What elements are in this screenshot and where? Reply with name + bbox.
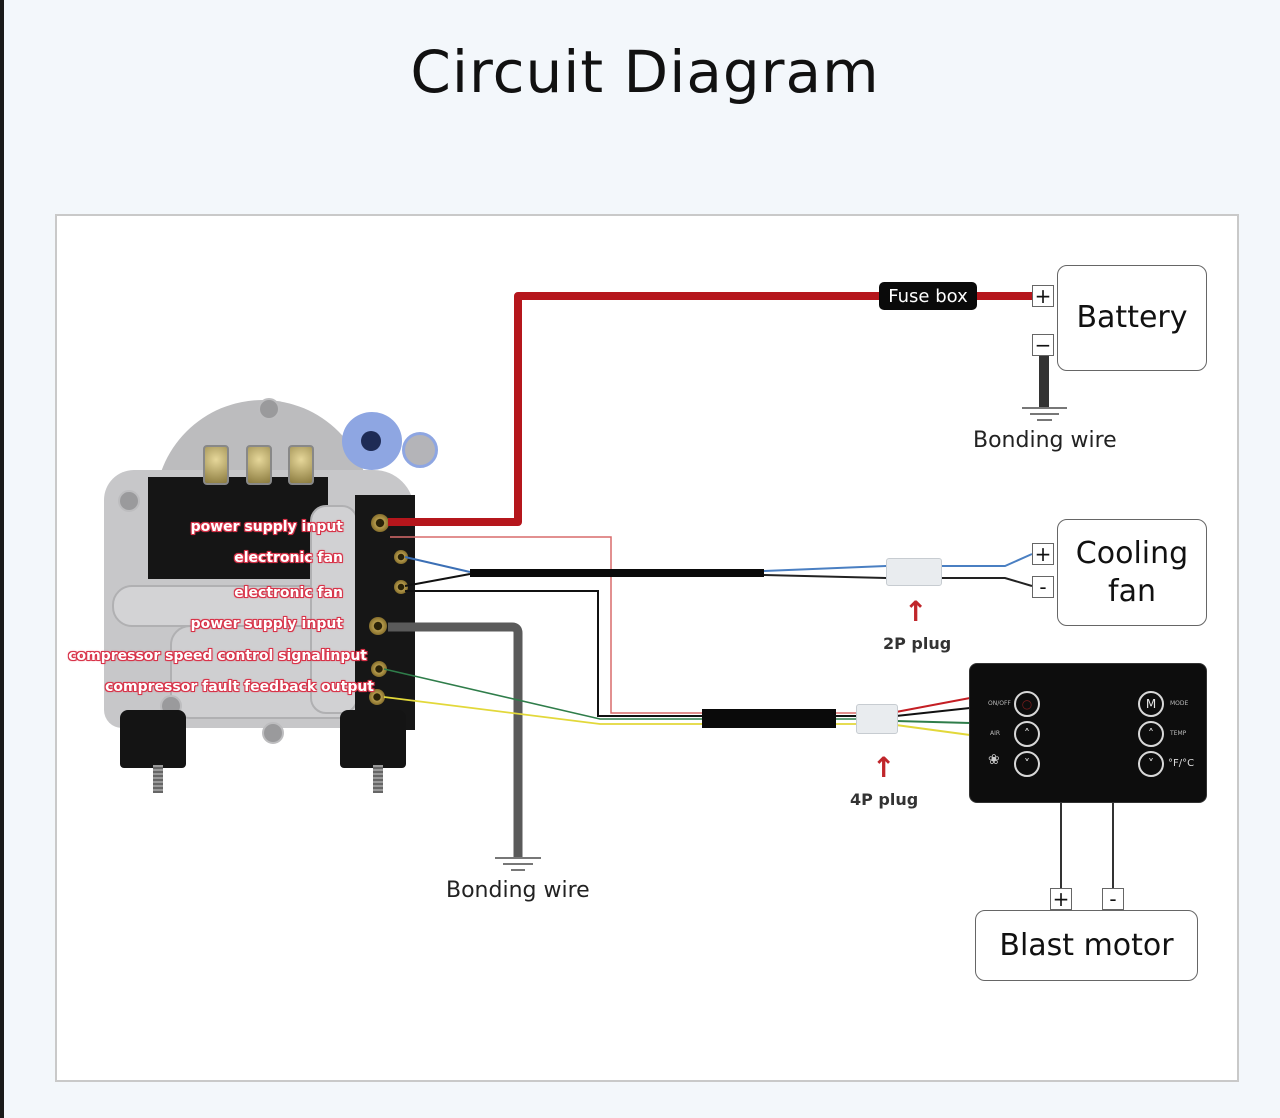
4p-red-out bbox=[895, 697, 971, 713]
service-valve-port bbox=[361, 431, 381, 451]
blast-motor-box: Blast motor bbox=[975, 910, 1198, 981]
mode-button[interactable]: M bbox=[1138, 691, 1164, 717]
fan-wire-blue-out bbox=[763, 553, 1033, 572]
fan-cable-sheath bbox=[470, 569, 764, 577]
fan-wire-blue bbox=[404, 556, 471, 573]
pin-label-power-supply-input: power supply input bbox=[190, 616, 343, 632]
4p-plug-label: 4P plug bbox=[850, 790, 919, 809]
air-down-button[interactable]: ˅ bbox=[1014, 751, 1040, 777]
terminal-pin bbox=[369, 689, 385, 705]
cooling-fan-positive-terminal: + bbox=[1032, 543, 1054, 565]
fuse-box: Fuse box bbox=[879, 282, 977, 310]
power-wire bbox=[388, 292, 880, 526]
mount-foot bbox=[340, 710, 406, 768]
4p-yellow-out bbox=[895, 724, 971, 736]
bolt-icon bbox=[118, 490, 140, 512]
battery-label: Battery bbox=[1076, 300, 1188, 335]
cooling-fan-negative-terminal: - bbox=[1032, 576, 1054, 598]
4p-plug-connector bbox=[856, 704, 898, 734]
black-signal-wire bbox=[405, 590, 860, 717]
fan-wire-black-out bbox=[763, 574, 1033, 587]
2p-plug-connector bbox=[886, 558, 942, 586]
cooling-fan-label-line1: Cooling bbox=[1075, 535, 1189, 571]
pin-label-fault-feedback: compressor fault feedback output bbox=[105, 679, 374, 695]
terminal-pin bbox=[394, 580, 408, 594]
pin-label-electronic-fan: electronic fan bbox=[234, 585, 343, 601]
battery-bonding-wire-label: Bonding wire bbox=[973, 428, 1117, 453]
compressor-stud bbox=[246, 445, 272, 485]
valve-cap bbox=[402, 432, 438, 468]
bolt-icon bbox=[262, 722, 284, 744]
terminal-strip bbox=[355, 495, 415, 730]
unit-label: °F/°C bbox=[1168, 758, 1195, 769]
bolt-icon bbox=[258, 398, 280, 420]
mount-foot bbox=[120, 710, 186, 768]
4p-cable-sheath bbox=[702, 709, 836, 728]
battery-positive-terminal: + bbox=[1032, 285, 1054, 307]
mode-label: MODE bbox=[1170, 700, 1189, 707]
blast-motor-positive-terminal: + bbox=[1050, 888, 1072, 910]
battery-negative-terminal: − bbox=[1032, 334, 1054, 356]
compressor-cover-plate bbox=[148, 477, 328, 579]
compressor-stud bbox=[288, 445, 314, 485]
left-window-edge bbox=[0, 0, 4, 1118]
pin-label-power-supply-input: power supply input bbox=[190, 519, 343, 535]
2p-plug-label: 2P plug bbox=[883, 634, 952, 653]
arrow-up-icon: ↑ bbox=[872, 751, 896, 784]
blast-motor-label: Blast motor bbox=[999, 927, 1174, 963]
power-icon[interactable]: ○ bbox=[1014, 691, 1040, 717]
mount-bolt bbox=[373, 765, 383, 793]
temp-down-button[interactable]: ˅ bbox=[1138, 751, 1164, 777]
fan-icon: ❀ bbox=[988, 752, 1000, 768]
terminal-pin bbox=[394, 550, 408, 564]
cooling-fan-label-line2: fan bbox=[1108, 573, 1156, 609]
compressor-bonding-wire-label: Bonding wire bbox=[446, 878, 590, 903]
mount-bolt bbox=[153, 765, 163, 793]
pin-label-electronic-fan: electronic fan bbox=[234, 550, 343, 566]
temp-label: TEMP bbox=[1170, 730, 1187, 737]
cooling-fan-box: Cooling fan bbox=[1057, 519, 1207, 626]
blast-motor-negative-terminal: - bbox=[1102, 888, 1124, 910]
arrow-up-icon: ↑ bbox=[904, 595, 928, 628]
on-off-label: ON/OFF bbox=[988, 700, 1011, 707]
page-title: Circuit Diagram bbox=[410, 38, 880, 106]
pin-label-speed-control-signal: compressor speed control signalinput bbox=[68, 648, 367, 664]
4p-black-out bbox=[895, 707, 971, 717]
ground-wire bbox=[388, 622, 523, 858]
fan-wire-black bbox=[404, 573, 471, 587]
terminal-pin bbox=[371, 514, 389, 532]
ac-control-panel: ON/OFF ○ AIR ˄ ❀ ˅ M MODE ˄ TEMP ˅ °F/°C bbox=[969, 663, 1207, 803]
air-up-button[interactable]: ˄ bbox=[1014, 721, 1040, 747]
air-label: AIR bbox=[990, 730, 1001, 737]
terminal-pin bbox=[371, 661, 387, 677]
terminal-pin bbox=[369, 617, 387, 635]
battery-box: Battery bbox=[1057, 265, 1207, 371]
battery-ground-wire bbox=[1039, 356, 1049, 408]
compressor-stud bbox=[203, 445, 229, 485]
4p-green-out bbox=[895, 720, 971, 724]
temp-up-button[interactable]: ˄ bbox=[1138, 721, 1164, 747]
